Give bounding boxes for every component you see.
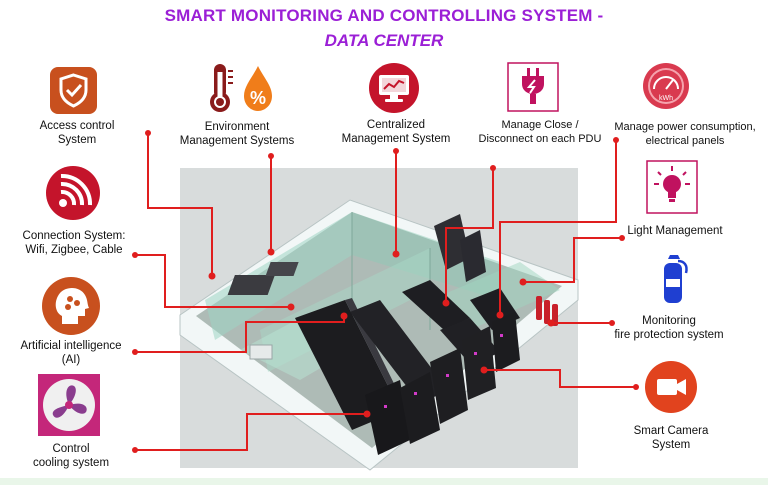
fan-icon	[38, 374, 100, 436]
connector-camera	[484, 369, 636, 388]
cooling-unit	[249, 344, 273, 360]
kwh-icon-text: kWh	[659, 95, 673, 102]
connector-lines	[135, 133, 636, 451]
fire-label: Monitoring fire protection system	[604, 314, 734, 342]
access-control-label-line1: Access control	[39, 120, 115, 132]
connector-endpoints	[132, 130, 639, 453]
glass-partition	[352, 212, 500, 300]
power-plug-icon	[507, 62, 559, 112]
workstations	[227, 262, 299, 295]
access-control-label: Access control System	[22, 119, 132, 147]
connector-ai	[135, 316, 345, 353]
camera-label: Smart Camera System	[616, 424, 726, 452]
thermometer-humidity-icon: %	[210, 64, 272, 112]
connection-label: Connection System: Wifi, Zigbee, Cable	[14, 229, 134, 257]
connector-cooling	[135, 413, 367, 451]
diagram-title-line2: DATA CENTER	[324, 31, 444, 50]
ai-label-line1: Artificial intelligence	[20, 340, 122, 352]
fire-label-line1: Monitoring	[642, 315, 696, 327]
connector-access	[147, 133, 213, 276]
light-label-line1: Light Management	[627, 225, 723, 237]
power-label: Manage power consumption, electrical pan…	[606, 120, 764, 148]
connector-light	[523, 237, 622, 283]
ai-label-line2: (AI)	[61, 354, 81, 366]
camera-label-line1: Smart Camera	[633, 425, 709, 437]
power-label-line2: electrical panels	[645, 135, 725, 147]
wifi-signal-icon	[46, 166, 100, 220]
ai-label: Artificial intelligence (AI)	[6, 339, 136, 367]
server-racks	[295, 214, 520, 455]
fire-cylinders	[536, 296, 558, 326]
connector-pdu	[445, 168, 494, 303]
centralized-label-line1: Centralized	[366, 119, 426, 131]
fire-extinguisher-icon	[664, 255, 688, 303]
diagram-title-line1: SMART MONITORING AND CONTROLLING SYSTEM …	[164, 6, 604, 25]
connection-label-line1: Connection System:	[22, 230, 126, 242]
access-control-label-line2: System	[57, 134, 97, 146]
power-label-line1: Manage power consumption,	[614, 121, 756, 133]
pdu-label-line2: Disconnect on each PDU	[478, 133, 602, 145]
connector-power	[499, 140, 617, 315]
cooling-label-line2: cooling system	[32, 457, 110, 469]
centralized-label: Centralized Management System	[336, 118, 456, 146]
light-bulb-icon	[646, 160, 698, 214]
fire-label-line2: fire protection system	[614, 329, 724, 341]
kwh-meter-icon: kWh	[643, 63, 689, 109]
connection-label-line2: Wifi, Zigbee, Cable	[25, 244, 123, 256]
bottom-bar	[0, 478, 768, 485]
environment-label-line1: Environment	[204, 121, 270, 133]
centralized-label-line2: Management System	[341, 133, 451, 145]
connector-connection	[135, 254, 291, 308]
environment-label-line2: Management Systems	[179, 135, 295, 147]
ai-head-icon	[42, 277, 100, 335]
cooling-label: Control cooling system	[16, 442, 126, 470]
pdu-label-line1: Manage Close /	[501, 119, 579, 131]
monitor-dashboard-icon	[369, 63, 419, 113]
camera-label-line2: System	[651, 439, 691, 451]
environment-label: Environment Management Systems	[172, 120, 302, 148]
shield-check-icon	[50, 67, 97, 114]
pdu-label: Manage Close / Disconnect on each PDU	[470, 118, 610, 146]
video-camera-icon	[645, 361, 697, 413]
light-label: Light Management	[620, 224, 730, 238]
cooling-label-line1: Control	[52, 443, 90, 455]
svg-text:%: %	[250, 88, 266, 108]
